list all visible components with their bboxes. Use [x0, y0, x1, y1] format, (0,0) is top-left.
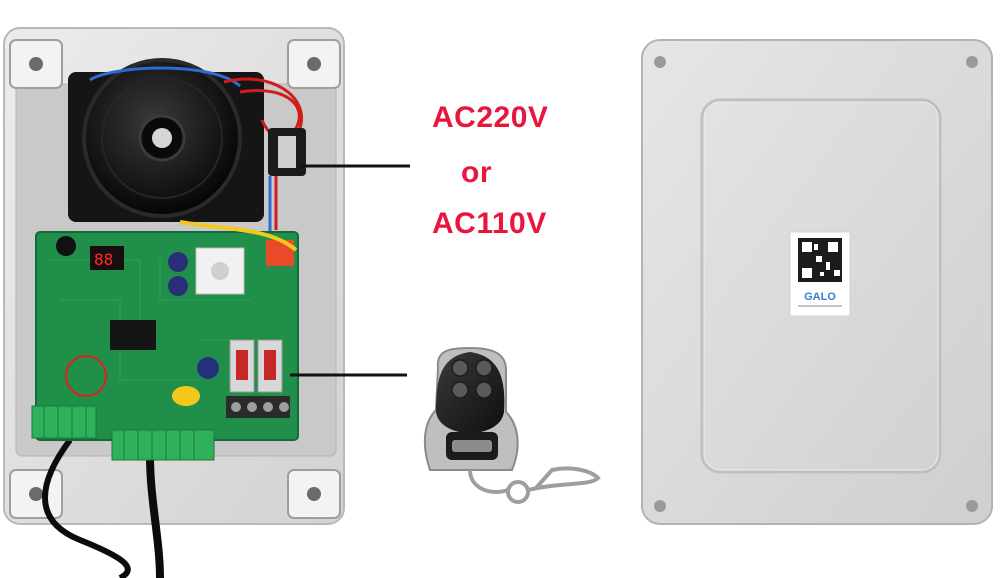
qr-sticker-brand: GALO	[804, 291, 836, 303]
open-control-box: 88	[3, 27, 345, 578]
enclosure-lid: GALO	[641, 39, 993, 525]
voltage-label-ac110v: AC110V	[432, 207, 547, 240]
voltage-label-or: or	[461, 156, 492, 189]
pcb-board: 88	[31, 231, 299, 461]
toroidal-transformer	[68, 58, 264, 222]
voltage-label-ac220v: AC220V	[432, 101, 549, 134]
qr-code-icon	[789, 231, 851, 317]
svg-text:88: 88	[94, 250, 113, 269]
car-key-remote-icon	[423, 346, 601, 504]
